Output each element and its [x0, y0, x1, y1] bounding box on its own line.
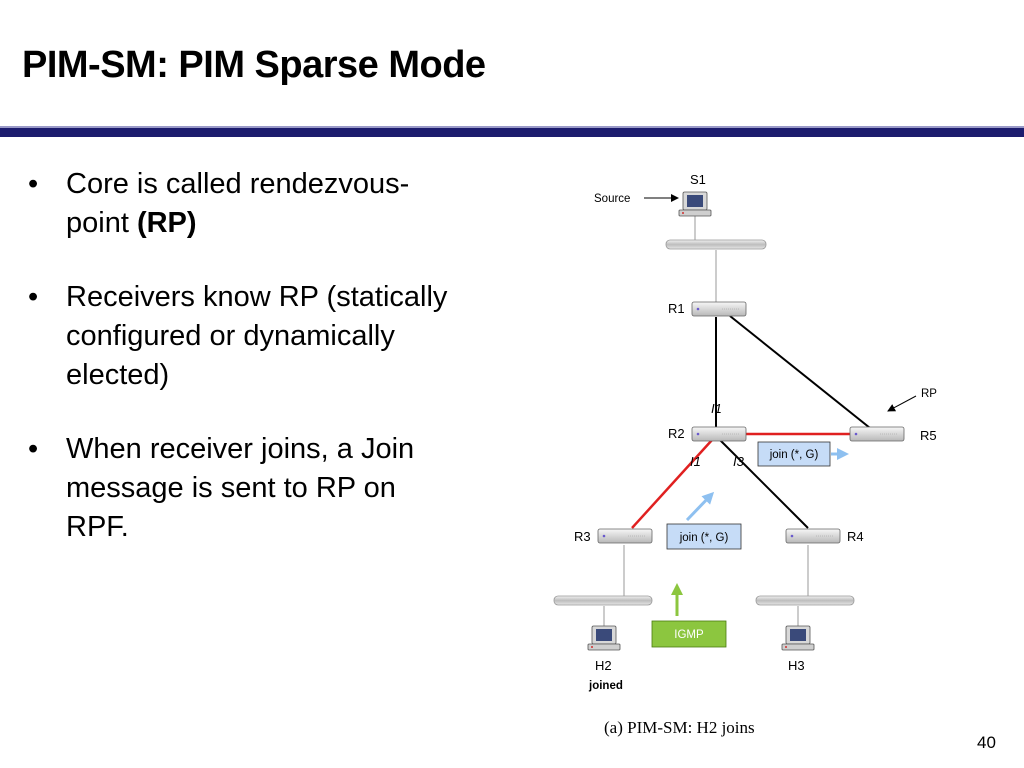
joined-label: joined — [588, 680, 623, 692]
page-number: 40 — [977, 733, 996, 752]
lan-segment-right — [755, 595, 855, 606]
links — [603, 215, 871, 626]
igmp-label: IGMP — [674, 629, 704, 641]
bullet-item: • When receiver joins, a Join message is… — [28, 430, 448, 547]
s1-label: S1 — [690, 172, 706, 187]
h2-label: H2 — [595, 658, 612, 673]
title-rule — [0, 128, 1024, 137]
bullet-bold-text: (RP) — [136, 207, 197, 239]
router-r1 — [691, 301, 747, 317]
r4-label: R4 — [847, 529, 864, 544]
router-r2 — [691, 426, 747, 442]
rp-arrow — [887, 395, 917, 412]
diagram-caption: (a) PIM-SM: H2 joins — [604, 718, 755, 737]
interface-r2-r4-label: I3 — [733, 454, 745, 469]
router-r3 — [597, 528, 653, 544]
link-r2-r4 — [719, 439, 809, 529]
r1-label: R1 — [668, 301, 685, 316]
igmp-message: IGMP — [651, 620, 727, 648]
join-upper-label: join (*, G) — [769, 449, 819, 461]
host-h2-icon — [587, 625, 621, 651]
bullet-dot: • — [28, 168, 39, 200]
rp-label: RP — [921, 388, 937, 400]
title-rule-highlight — [0, 126, 1024, 128]
router-r4 — [785, 528, 841, 544]
bullet-item: • Core is called rendezvous-point (RP) — [28, 165, 448, 243]
link-r1-r5 — [729, 315, 871, 429]
bullet-list: • Core is called rendezvous-point (RP) •… — [28, 165, 448, 582]
r2-label: R2 — [668, 426, 685, 441]
r5-label: R5 — [920, 428, 937, 443]
bullet-item: • Receivers know RP (statically configur… — [28, 278, 448, 395]
lan-segment-top — [665, 239, 767, 250]
h3-label: H3 — [788, 658, 805, 673]
bullet-text: Receivers know RP (statically configured… — [66, 281, 448, 391]
source-label: Source — [594, 193, 630, 205]
bullet-dot: • — [28, 433, 39, 465]
pim-sm-diagram: join (*, G) join (*, G) IGMP S1 Source R… — [553, 172, 937, 692]
interface-r2-r3-label: I1 — [690, 454, 701, 469]
bullet-text: Core is called rendezvous-point — [66, 168, 410, 239]
host-h3-icon — [781, 625, 815, 651]
join-lower-arrow — [685, 491, 715, 522]
interface-r1-r2-label: I1 — [711, 401, 722, 416]
router-r5 — [849, 426, 905, 442]
host-s1-icon — [678, 191, 712, 217]
r3-label: R3 — [574, 529, 591, 544]
join-lower-label: join (*, G) — [679, 532, 729, 544]
bullet-dot: • — [28, 281, 39, 313]
lan-segment-left — [553, 595, 653, 606]
slide-title: PIM-SM: PIM Sparse Mode — [22, 44, 486, 86]
join-message-upper: join (*, G) — [757, 441, 831, 467]
bullet-text: When receiver joins, a Join message is s… — [66, 433, 415, 543]
link-r2-r3 — [631, 439, 713, 529]
join-message-lower: join (*, G) — [666, 523, 742, 550]
